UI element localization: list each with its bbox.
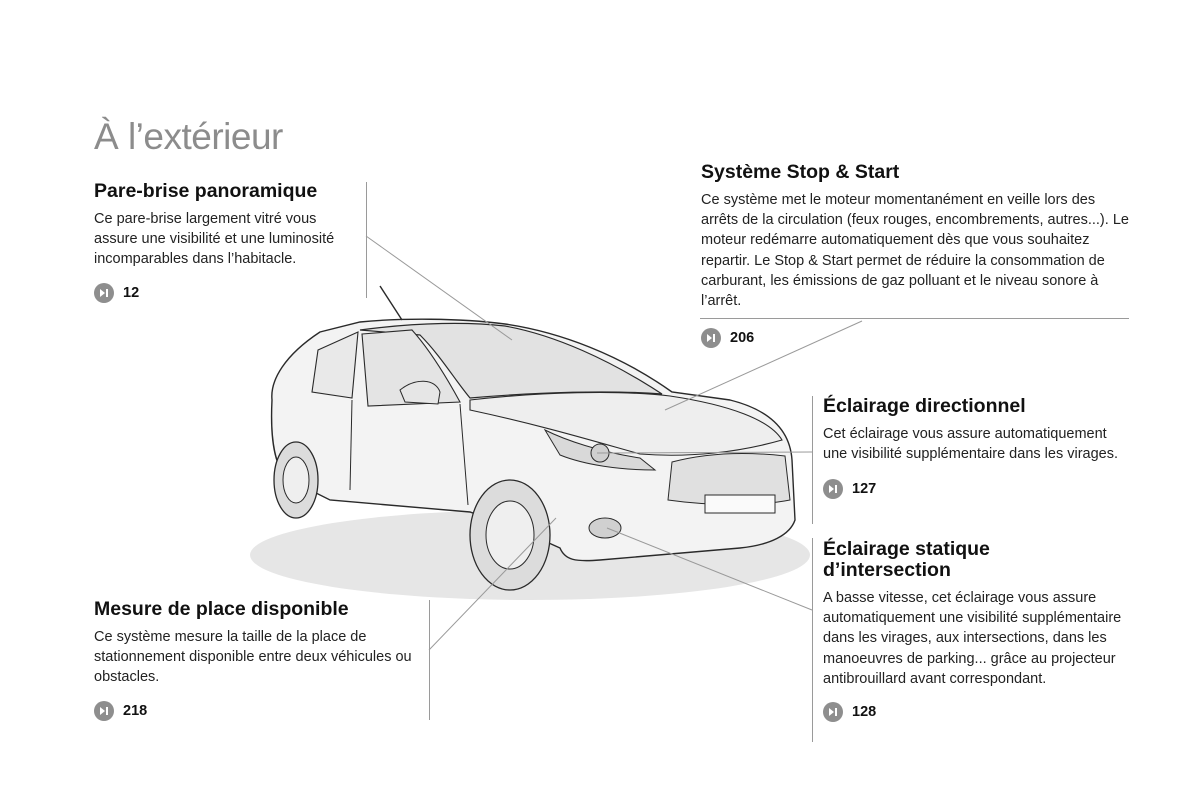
page-reference[interactable]: 206 xyxy=(701,328,1129,349)
page-reference[interactable]: 12 xyxy=(94,282,356,303)
skip-forward-icon xyxy=(823,702,843,723)
page-ref-number: 206 xyxy=(730,330,755,347)
page-ref-number: 128 xyxy=(852,704,877,721)
grille xyxy=(667,453,791,505)
section-body: A basse vitesse, cet éclairage vous assu… xyxy=(823,590,1122,687)
door-seam-front xyxy=(459,403,469,506)
rear-window xyxy=(311,331,359,399)
section-title: Éclairage directionnel xyxy=(823,395,1026,417)
leader-stop-start xyxy=(664,320,863,411)
section-body: Cet éclairage vous assure automatiquemen… xyxy=(823,426,1118,463)
skip-forward-icon xyxy=(94,282,114,303)
leader-eclairage-directionnel xyxy=(596,451,813,454)
rule-eclairage-statique xyxy=(812,538,813,742)
fog-lamp xyxy=(588,517,622,539)
rear-rim xyxy=(282,456,310,504)
section-body: Ce pare-brise largement vitré vous assur… xyxy=(94,211,335,268)
section-title: Mesure de place disponible xyxy=(94,598,349,620)
windshield xyxy=(359,322,663,399)
skip-forward-icon xyxy=(94,700,114,721)
section-title: Système Stop & Start xyxy=(701,161,900,183)
section-body: Ce système met le moteur momentanément e… xyxy=(701,192,1129,310)
rule-stop-start xyxy=(700,318,1129,319)
rule-pare-brise xyxy=(366,182,367,298)
page-title: À l’extérieur xyxy=(94,116,283,157)
section-title: Pare-brise panoramique xyxy=(94,180,318,202)
section-eclairage-statique: Éclairage statique d’intersection A bass… xyxy=(823,538,1123,723)
hood xyxy=(469,391,783,456)
antenna xyxy=(379,285,403,321)
page-ref-number: 218 xyxy=(123,702,148,719)
side-mirror xyxy=(399,380,441,405)
leader-eclairage-statique xyxy=(606,527,813,611)
leader-pare-brise xyxy=(365,235,513,341)
page-reference[interactable]: 127 xyxy=(823,479,1133,500)
section-eclairage-directionnel: Éclairage directionnel Cet éclairage vou… xyxy=(823,395,1133,500)
page-ref-number: 127 xyxy=(852,481,877,498)
section-body: Ce système mesure la taille de la place … xyxy=(94,629,412,686)
page-ref-number: 12 xyxy=(123,284,140,301)
leader-mesure-place xyxy=(428,517,557,651)
rule-mesure-place xyxy=(429,600,430,720)
section-mesure-place: Mesure de place disponible Ce système me… xyxy=(94,599,424,721)
section-title: Éclairage statique d’intersection xyxy=(823,538,990,581)
licence-plate xyxy=(704,494,776,514)
page-reference[interactable]: 218 xyxy=(94,700,424,721)
skip-forward-icon xyxy=(701,328,721,349)
front-rim xyxy=(485,500,535,570)
section-stop-start: Système Stop & Start Ce système met le m… xyxy=(701,161,1129,349)
page-reference[interactable]: 128 xyxy=(823,702,1123,723)
skip-forward-icon xyxy=(823,479,843,500)
section-pare-brise: Pare-brise panoramique Ce pare-brise lar… xyxy=(94,181,356,303)
door-seam-rear xyxy=(349,399,353,491)
rule-eclairage-directionnel xyxy=(812,396,813,524)
